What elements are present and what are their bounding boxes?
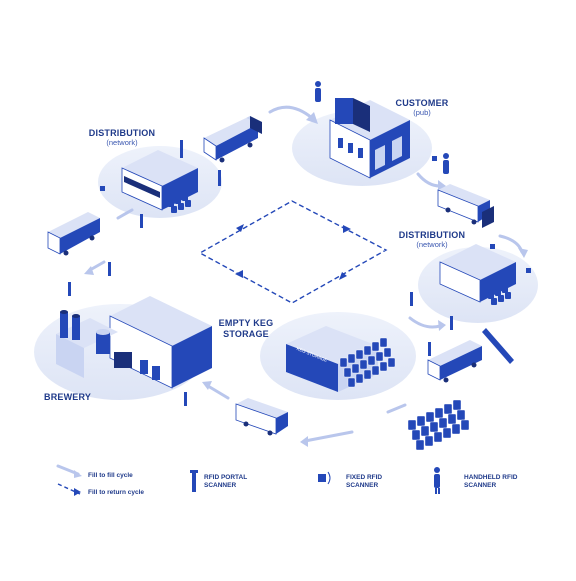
truck-right-top (437, 184, 494, 228)
legend-fixed-rfid-icon (318, 471, 331, 485)
keg-stack (407, 399, 470, 451)
label-distribution-left: DISTRIBUTION (88, 128, 156, 138)
rfid-portal-scanners (68, 140, 453, 406)
brewery-building (56, 296, 212, 389)
legend-fill-to-return-label: Fill to return cycle (88, 489, 144, 496)
truck-bottom (235, 398, 288, 436)
legend-fill-to-fill-icon (56, 464, 82, 478)
empty-keg-storage-building (286, 326, 396, 392)
return-cycle-arrowheads (235, 224, 351, 280)
legend-rfid-portal-label-2: SCANNER (204, 482, 237, 489)
customer-pub-building (329, 98, 410, 179)
fixed-rfid-scanners (100, 156, 531, 273)
legend-fill-to-return-icon (57, 483, 81, 496)
legend-rfid-portal-label-1: RFID PORTAL (204, 474, 248, 481)
label-customer-sub: (pub) (413, 108, 431, 117)
label-customer: CUSTOMER (395, 98, 449, 108)
label-empty-keg-storage-2: STORAGE (223, 329, 269, 339)
label-distribution-left-sub: (network) (106, 138, 138, 147)
legend-fill-to-fill-label: Fill to fill cycle (88, 472, 133, 479)
label-distribution-right: DISTRIBUTION (398, 230, 466, 240)
label-empty-keg-storage-1: EMPTY KEG (218, 318, 274, 328)
return-cycle-diamond (198, 200, 388, 304)
conveyor-pole (482, 328, 514, 364)
truck-left (47, 212, 100, 256)
truck-top (203, 116, 262, 163)
legend-handheld-rfid-icon (434, 467, 440, 494)
legend-fixed-rfid-label-1: FIXED RFID (346, 474, 383, 481)
distribution-left-building (121, 150, 198, 213)
legend-rfid-portal-icon (190, 470, 198, 492)
truck-right-lower (427, 340, 482, 383)
legend-fixed-rfid-label-2: SCANNER (346, 482, 379, 489)
handheld-scanner-people (315, 81, 449, 174)
label-brewery: BREWERY (44, 392, 92, 402)
legend-handheld-rfid-label-2: SCANNER (464, 482, 497, 489)
label-distribution-right-sub: (network) (416, 240, 448, 249)
legend-handheld-rfid-label-1: HANDHELD RFID (464, 474, 518, 481)
distribution-right-building (439, 244, 516, 305)
